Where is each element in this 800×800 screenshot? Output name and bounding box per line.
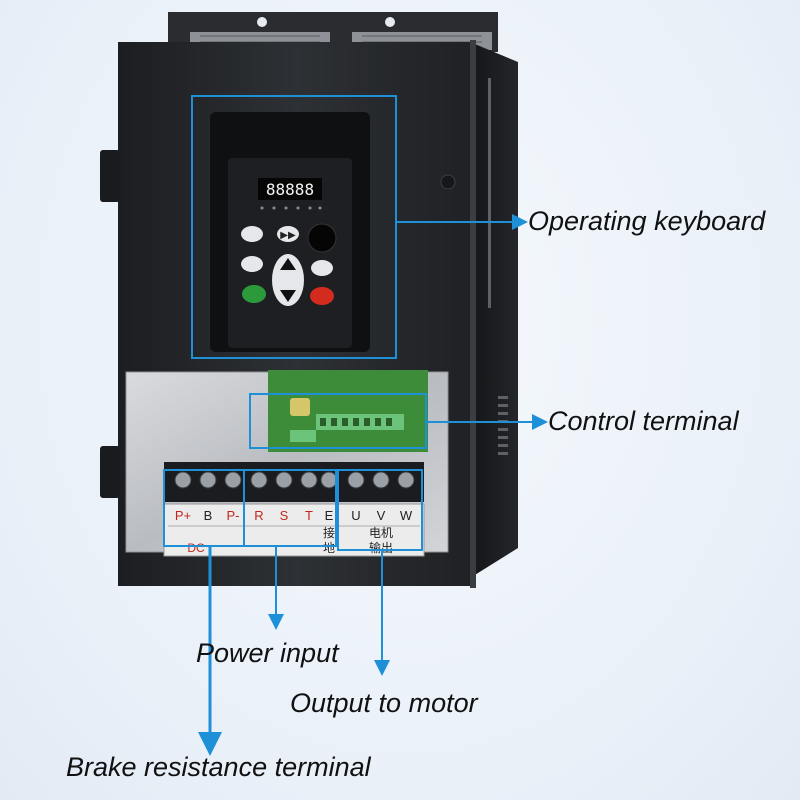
power-input-highlight	[243, 469, 337, 547]
terminal-label: T	[305, 508, 313, 523]
keyboard-highlight	[191, 95, 397, 359]
terminal-screw	[372, 471, 390, 489]
terminal-label: E	[325, 508, 334, 523]
terminal-screw	[199, 471, 217, 489]
operating-keyboard-label: Operating keyboard	[528, 206, 766, 236]
leader-lines	[198, 214, 548, 756]
output-to-motor-label: Output to motor	[290, 688, 478, 718]
terminal-label: R	[254, 508, 263, 523]
shift-key[interactable]	[277, 226, 299, 242]
terminal-screw	[397, 471, 415, 489]
terminal-label-plate	[163, 503, 425, 557]
up-arrow-icon	[280, 258, 296, 270]
motor-label-cn: 电机	[369, 526, 393, 540]
terminal-label: W	[400, 508, 413, 523]
mounting-hole-icon	[385, 17, 395, 27]
motor-label-cn: 输出	[369, 540, 393, 555]
terminal-screw	[224, 471, 242, 489]
enter-key[interactable]	[311, 260, 333, 276]
led-display-digits: 88888	[266, 180, 314, 199]
terminal-screw	[250, 471, 268, 489]
side-latch	[100, 446, 120, 498]
stop-key[interactable]	[310, 287, 334, 305]
menu-key[interactable]	[241, 226, 263, 242]
control-terminal-label: Control terminal	[548, 406, 739, 436]
fast-forward-icon: ▶▶	[280, 230, 296, 241]
terminal-screw	[300, 471, 318, 489]
side-latch	[100, 150, 120, 202]
up-down-key[interactable]	[272, 254, 304, 306]
earth-label-cn: 地	[323, 541, 335, 555]
terminal-label: P-	[227, 508, 240, 523]
terminal-screw	[174, 471, 192, 489]
power-input-label: Power input	[196, 638, 339, 668]
brake-resistance-terminal-label: Brake resistance terminal	[66, 752, 371, 782]
terminal-label: U	[351, 508, 360, 523]
terminal-screw	[320, 471, 338, 489]
terminal-label: S	[280, 508, 289, 523]
operating-keypad: 88888 ▶▶	[210, 112, 370, 352]
mounting-hole-icon	[257, 17, 267, 27]
terminal-screw	[275, 471, 293, 489]
terminal-label: V	[377, 508, 386, 523]
led-display	[258, 178, 322, 200]
motor-output-highlight	[337, 469, 423, 551]
run-key[interactable]	[242, 285, 266, 303]
terminal-label: B	[204, 508, 213, 523]
potentiometer-knob[interactable]	[307, 223, 337, 253]
function-key[interactable]	[241, 256, 263, 272]
down-arrow-icon	[280, 290, 296, 302]
earth-label-cn: 接	[323, 525, 335, 540]
terminal-compartment: P+ B P- R S T E U V W 接 地 电机 输出 DC	[125, 370, 449, 557]
control-terminal-block	[316, 414, 404, 430]
dc-label: DC	[187, 541, 205, 555]
terminal-label: P+	[175, 508, 191, 523]
terminal-screw	[347, 471, 365, 489]
